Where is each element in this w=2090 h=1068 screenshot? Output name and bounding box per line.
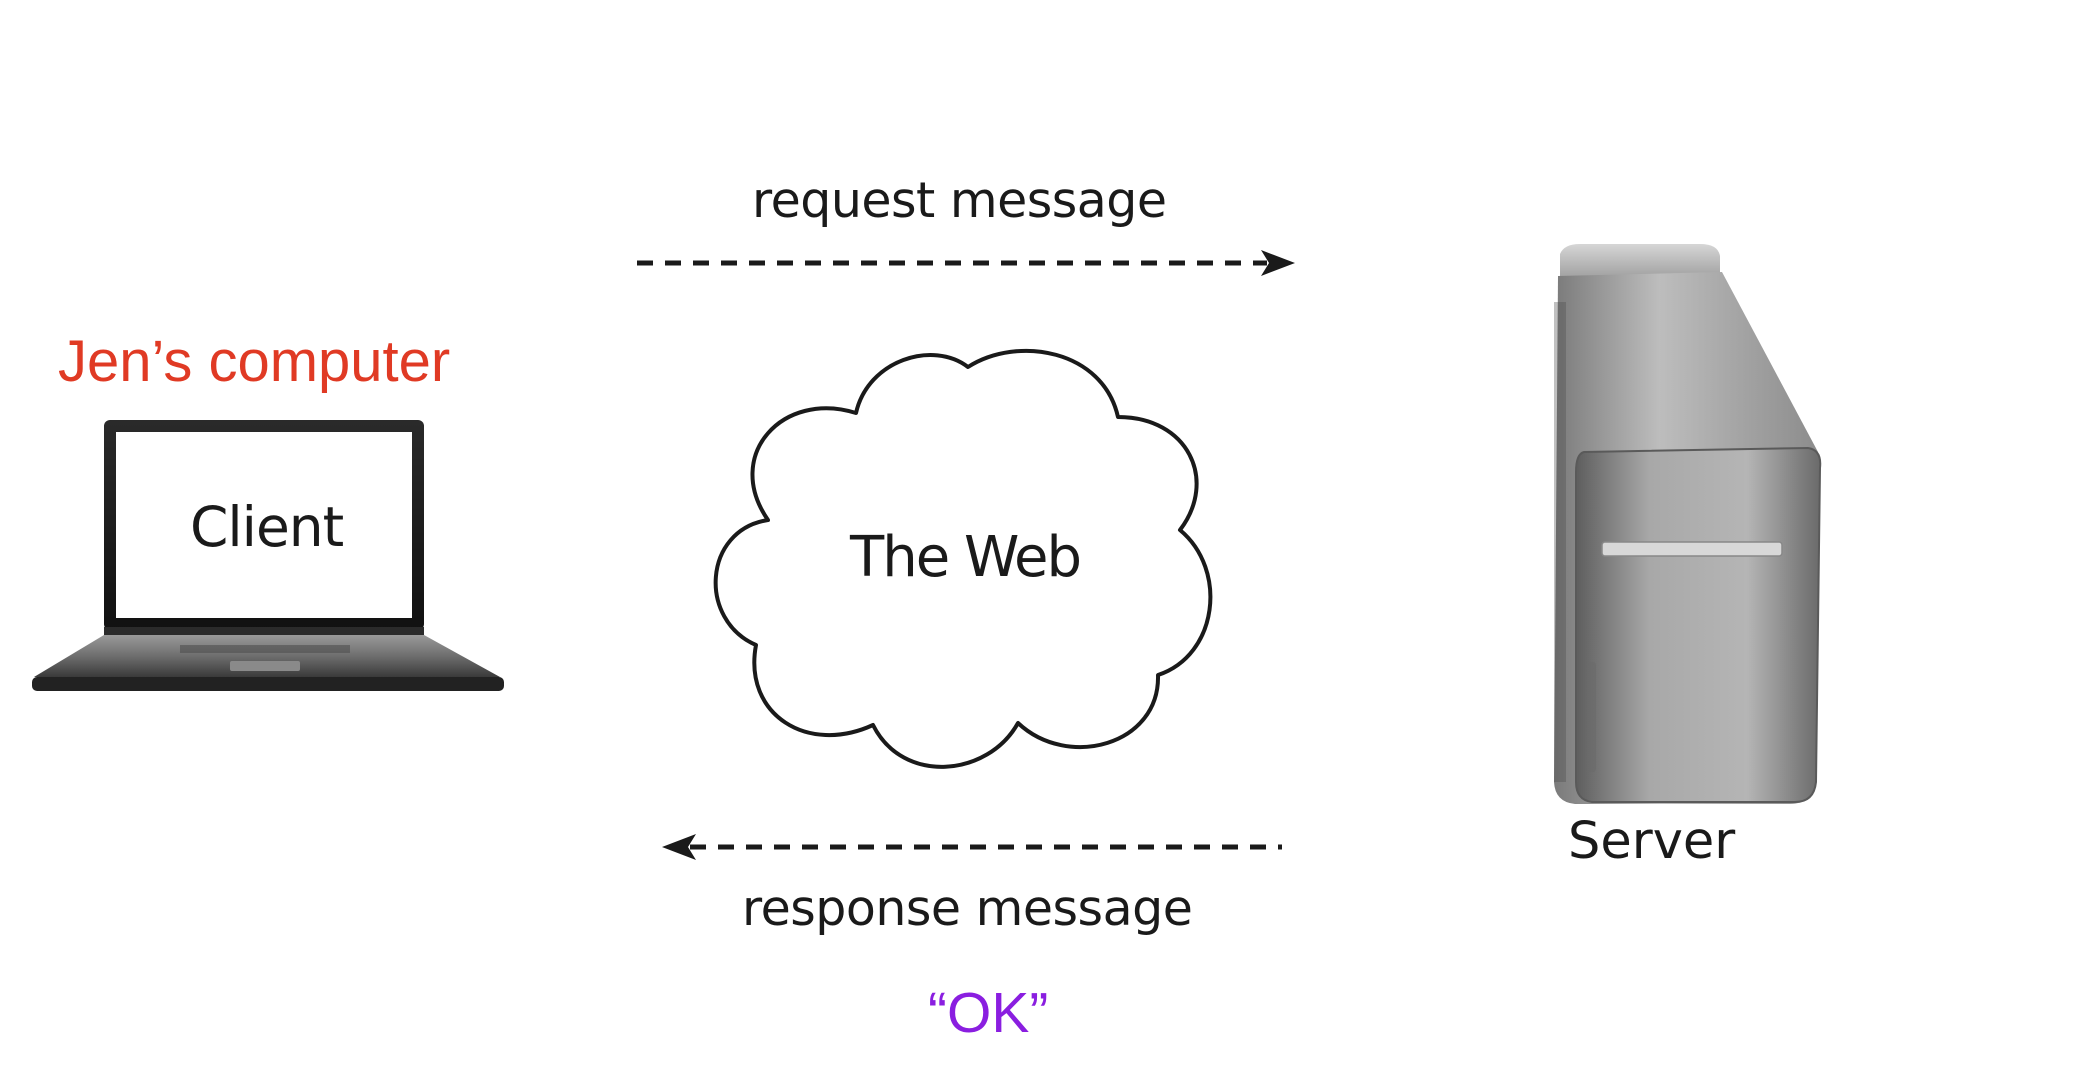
request-arrow [637, 250, 1295, 276]
server-tower-icon [1554, 244, 1822, 804]
web-label: The Web [850, 525, 1082, 590]
response-message-label: response message [742, 880, 1193, 937]
laptop-icon [32, 420, 504, 691]
response-status-label: “OK” [928, 981, 1049, 1045]
response-arrow [662, 834, 1282, 860]
client-label: Client [190, 495, 344, 559]
client-owner-label: Jen’s computer [58, 329, 451, 394]
cloud-icon [713, 348, 1213, 769]
request-message-label: request message [752, 172, 1167, 229]
server-label: Server [1568, 812, 1736, 871]
